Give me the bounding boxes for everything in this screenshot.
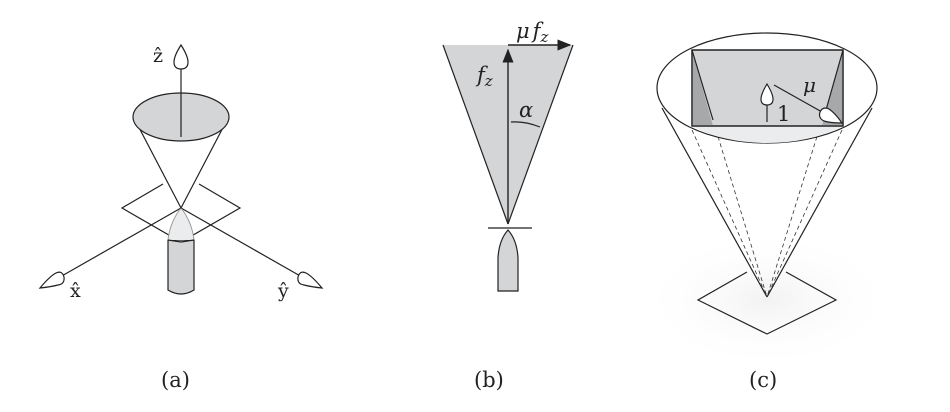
- panel-c: 1 μ (c): [637, 32, 897, 392]
- caption-c: (c): [749, 368, 777, 392]
- mu-arrow-icon: [818, 107, 844, 124]
- z-axis-label: ẑ: [153, 45, 163, 67]
- x-axis-line: [59, 207, 182, 278]
- x-arrow-icon: [38, 271, 65, 289]
- y-arrow-icon: [297, 271, 324, 289]
- finger-b: [497, 229, 519, 292]
- finger-a: [167, 207, 195, 295]
- panel-a: ẑ x̂ ŷ (a): [38, 43, 324, 392]
- pyramid-edges: [691, 129, 843, 298]
- caption-b: (b): [474, 368, 504, 392]
- angle-arc: [510, 121, 541, 128]
- unit-label: 1: [777, 102, 790, 126]
- x-axis-label: x̂: [70, 280, 81, 302]
- ground-shadow: [637, 230, 897, 370]
- contact-plane-c: [696, 271, 838, 335]
- caption-a: (a): [161, 368, 190, 392]
- y-axis-label: ŷ: [277, 280, 289, 302]
- mu-label: μ: [803, 73, 816, 97]
- y-axis-line: [180, 207, 303, 278]
- unit-normal-arrow-icon: [760, 82, 774, 106]
- normal-force-label: fz: [475, 63, 493, 90]
- z-arrow-icon: [173, 43, 189, 70]
- angle-label: α: [519, 98, 533, 122]
